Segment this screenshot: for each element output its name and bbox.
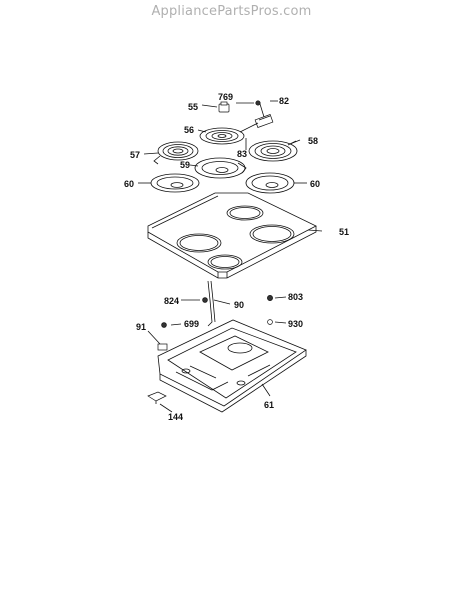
label-769: 769 bbox=[218, 92, 233, 102]
label-51: 51 bbox=[339, 227, 349, 237]
part-699-screw[interactable] bbox=[161, 322, 167, 328]
label-60-right: 60 bbox=[310, 179, 320, 189]
label-56: 56 bbox=[184, 125, 194, 135]
label-59: 59 bbox=[180, 160, 190, 170]
label-930: 930 bbox=[288, 319, 303, 329]
label-91: 91 bbox=[136, 322, 146, 332]
callout-labels: 769 82 55 56 83 58 57 59 60 60 51 824 90… bbox=[124, 92, 349, 422]
part-803-screw[interactable] bbox=[267, 295, 273, 301]
part-144-clip[interactable] bbox=[147, 391, 167, 404]
label-699: 699 bbox=[184, 319, 199, 329]
part-90-wire-harness[interactable] bbox=[207, 280, 216, 327]
label-824: 824 bbox=[164, 296, 179, 306]
label-82: 82 bbox=[279, 96, 289, 106]
part-57-surface-element[interactable] bbox=[153, 141, 199, 165]
part-769-screw[interactable] bbox=[255, 100, 261, 106]
part-60-drip-bowl-right[interactable] bbox=[245, 172, 295, 194]
label-61: 61 bbox=[264, 400, 274, 410]
part-59-drip-bowl[interactable] bbox=[194, 157, 247, 179]
part-91-bracket[interactable] bbox=[157, 343, 168, 351]
part-56-surface-element[interactable] bbox=[199, 122, 259, 145]
label-58: 58 bbox=[308, 136, 318, 146]
part-55-terminal-block[interactable] bbox=[218, 101, 230, 113]
part-930-washer[interactable] bbox=[267, 319, 273, 325]
label-55: 55 bbox=[188, 102, 198, 112]
label-57: 57 bbox=[130, 150, 140, 160]
part-61-main-top[interactable] bbox=[157, 319, 307, 413]
leader-lines bbox=[138, 100, 323, 413]
label-83: 83 bbox=[237, 149, 247, 159]
label-60-left: 60 bbox=[124, 179, 134, 189]
label-90: 90 bbox=[234, 300, 244, 310]
site-watermark: AppliancePartsPros.com bbox=[151, 4, 312, 19]
part-60-drip-bowl-left[interactable] bbox=[150, 173, 200, 193]
label-144: 144 bbox=[168, 412, 183, 422]
label-803: 803 bbox=[288, 292, 303, 302]
part-824-screw[interactable] bbox=[202, 297, 208, 303]
part-51-cooktop[interactable] bbox=[147, 192, 317, 279]
